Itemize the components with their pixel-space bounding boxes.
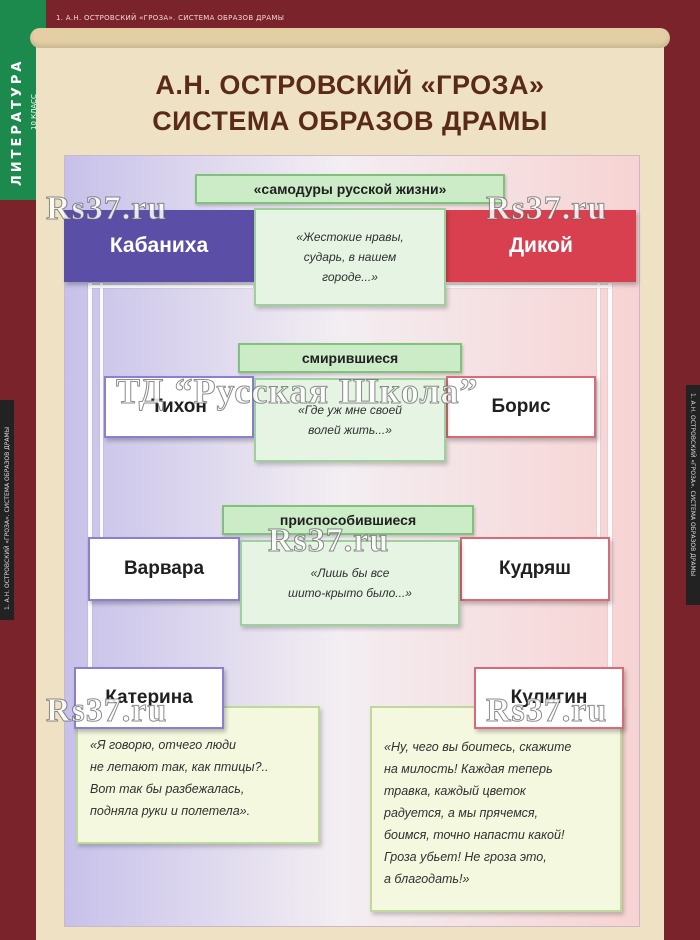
quote-line: «Ну, чего вы боитесь, скажите [384,740,572,754]
quote-katerina: «Я говорю, отчего люди не летают так, ка… [76,706,320,844]
left-edge-caption: 1. А.Н. ОСТРОВСКИЙ «ГРОЗА». СИСТЕМА ОБРА… [4,427,11,610]
connector-left-outer [88,283,92,703]
node-kabanikha: Кабаниха [64,210,254,282]
connector-right-inner [597,283,600,538]
node-katerina: Катерина [74,667,224,729]
quote-line: «Где уж мне своей [298,403,402,417]
right-edge-caption: 1. А.Н. ОСТРОВСКИЙ «ГРОЗА». СИСТЕМА ОБРА… [689,393,696,576]
quote-line: Гроза убьет! Не гроза это, [384,850,547,864]
right-edge-tab: 1. А.Н. ОСТРОВСКИЙ «ГРОЗА». СИСТЕМА ОБРА… [686,385,700,605]
quote-line: «Жестокие нравы, [296,230,404,244]
connector-top-right [446,285,612,288]
watermark-site: Rs37.ru [485,692,608,730]
subject-label: ЛИТЕРАТУРА [10,58,25,187]
node-kudryash: Кудряш [460,537,610,601]
quote-line: подняла руки и полетела». [90,804,251,818]
node-boris: Борис [446,376,596,438]
scroll-roll [30,28,670,48]
quote-line: волей жить...» [308,423,392,437]
quote-resigned: «Где уж мне своей волей жить...» [254,378,446,462]
group-label-resigned: смирившиеся [238,343,462,373]
watermark-site: Rs37.ru [267,522,390,560]
quote-line: городе...» [322,270,378,284]
quote-line: «Лишь бы все [310,566,390,580]
title-line-1: А.Н. ОСТРОВСКИЙ «ГРОЗА» [155,70,545,100]
node-dikoy: Дикой [446,210,636,282]
left-edge-tab: 1. А.Н. ОСТРОВСКИЙ «ГРОЗА». СИСТЕМА ОБРА… [0,400,14,620]
watermark-site: Rs37.ru [45,190,168,228]
quote-line: не летают так, как птицы?.. [90,760,269,774]
node-kuligin: Кулигин [474,667,624,729]
title-line-2: СИСТЕМА ОБРАЗОВ ДРАМЫ [152,106,548,136]
header-topline: 1. А.Н. ОСТРОВСКИЙ «ГРОЗА». СИСТЕМА ОБРА… [56,14,285,22]
watermark-site: Rs37.ru [45,692,168,730]
connector-right-outer [608,283,612,703]
quote-kuligin: «Ну, чего вы боитесь, скажите на милость… [370,706,622,912]
watermark-publisher: ТД “Русская Школа” [116,371,479,412]
quote-line: Вот так бы разбежалась, [90,782,245,796]
node-tikhon: Тихон [104,376,254,438]
quote-line: травка, каждый цветок [384,784,526,798]
quote-line: на милость! Каждая теперь [384,762,553,776]
quote-line: а благодать!» [384,872,470,886]
group-label-adapted: приспособившиеся [222,505,474,535]
connector-top-left [88,285,253,288]
connector-left-inner [100,283,103,538]
quote-line: боимся, точно напасти какой! [384,828,565,842]
quote-adapted: «Лишь бы все шито-крыто было...» [240,540,460,626]
watermark-site: Rs37.ru [485,190,608,228]
node-varvara: Варвара [88,537,240,601]
quote-tyrants: «Жестокие нравы, сударь, в нашем городе.… [254,208,446,306]
group-label-tyrants: «самодуры русской жизни» [195,174,505,204]
quote-line: сударь, в нашем [303,250,397,264]
quote-line: «Я говорю, отчего люди [90,738,236,752]
quote-line: шито-крыто было...» [288,586,412,600]
quote-line: радуется, а мы прячемся, [384,806,539,820]
